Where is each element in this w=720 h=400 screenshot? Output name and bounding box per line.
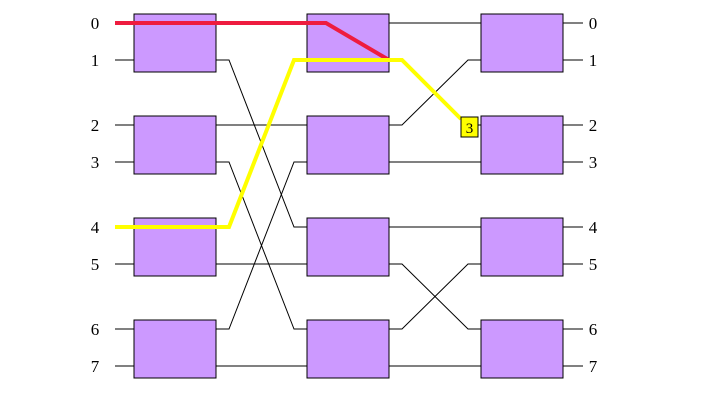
input-label-0: 0 xyxy=(91,14,100,33)
switch-boxes xyxy=(133,13,564,379)
switch-box-stage1-3 xyxy=(133,319,217,379)
switch-box-stage3-2 xyxy=(480,217,564,277)
output-label-3: 3 xyxy=(589,153,598,172)
output-label-6: 6 xyxy=(589,320,598,339)
input-label-4: 4 xyxy=(91,218,100,237)
input-label-2: 2 xyxy=(91,116,100,135)
switch-box-stage3-0 xyxy=(480,13,564,73)
switch-box-stage2-1 xyxy=(306,115,390,175)
output-label-5: 5 xyxy=(589,255,598,274)
route-red xyxy=(115,21,391,62)
route-yellow xyxy=(115,58,463,229)
input-label-7: 7 xyxy=(91,357,100,376)
output-label-2: 2 xyxy=(589,116,598,135)
switch-box-stage3-1 xyxy=(480,115,564,175)
interconnect-wires xyxy=(115,22,583,367)
switch-box-stage3-3 xyxy=(480,319,564,379)
route-marker-text: 3 xyxy=(466,121,474,137)
output-label-4: 4 xyxy=(589,218,598,237)
route-marker: 3 xyxy=(460,116,479,138)
input-label-1: 1 xyxy=(91,51,100,70)
switch-box-stage1-1 xyxy=(133,115,217,175)
output-label-7: 7 xyxy=(589,357,598,376)
output-label-0: 0 xyxy=(589,14,598,33)
route-marker-box xyxy=(460,116,479,138)
output-label-1: 1 xyxy=(589,51,598,70)
switch-box-stage2-2 xyxy=(306,217,390,277)
wire-s1-s2-6-to-3 xyxy=(216,161,307,330)
highlighted-routes xyxy=(115,21,463,229)
input-label-6: 6 xyxy=(91,320,100,339)
port-labels: 0 1 2 3 4 5 6 7 0 1 2 3 4 5 6 7 xyxy=(91,14,598,376)
switch-box-stage2-3 xyxy=(306,319,390,379)
wire-s2-s3-6-to-5 xyxy=(389,263,481,330)
input-label-3: 3 xyxy=(91,153,100,172)
input-label-5: 5 xyxy=(91,255,100,274)
